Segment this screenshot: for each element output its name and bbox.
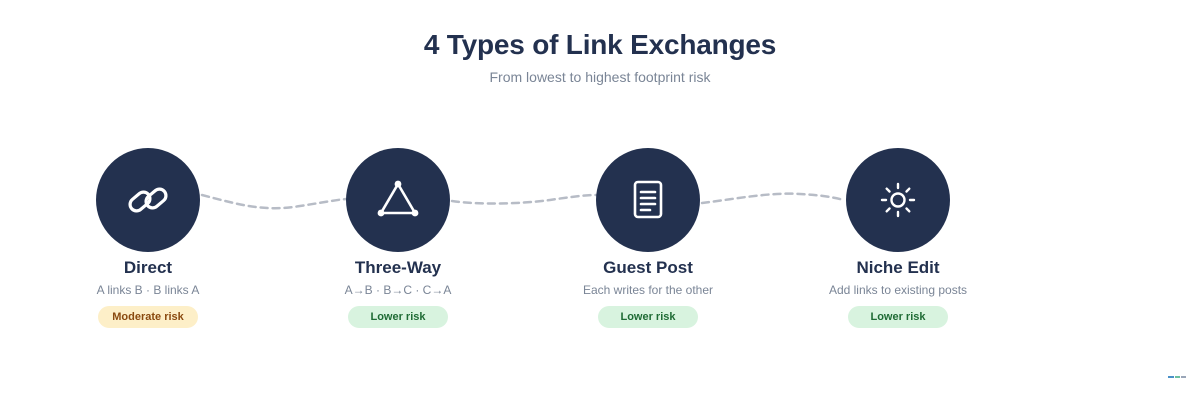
triangle-nodes-icon bbox=[377, 180, 419, 217]
step-guest-post-name: Guest Post bbox=[603, 258, 693, 277]
step-three-way-name: Three-Way bbox=[354, 258, 442, 277]
connector-segment-1 bbox=[200, 193, 348, 210]
step-guest-post: Guest Post Each writes for the other Low… bbox=[538, 148, 758, 328]
step-direct: Direct A links B · B links A Moderate ri… bbox=[38, 148, 258, 328]
step-direct-description: A links B · B links A bbox=[96, 283, 200, 297]
step-three-way-description: A→B · B→C · C→A bbox=[344, 283, 452, 297]
page-subtitle: From lowest to highest footprint risk bbox=[489, 69, 711, 85]
chain-link-icon bbox=[128, 187, 168, 213]
sun-icon bbox=[880, 182, 916, 218]
step-niche-edit-name: Niche Edit bbox=[856, 258, 940, 277]
connector-segment-2 bbox=[450, 193, 598, 205]
step-niche-edit-description: Add links to existing posts bbox=[828, 283, 968, 297]
step-niche-edit-circle bbox=[846, 148, 950, 252]
step-direct-circle bbox=[96, 148, 200, 252]
document-icon bbox=[633, 180, 663, 219]
step-three-way: Three-Way A→B · B→C · C→A Lower risk bbox=[288, 148, 508, 328]
connector-segment-3 bbox=[700, 192, 846, 205]
watermark-logo bbox=[1168, 376, 1186, 378]
page-title: 4 Types of Link Exchanges bbox=[423, 29, 777, 60]
step-three-way-risk-badge: Lower risk bbox=[348, 306, 448, 328]
step-niche-edit: Niche Edit Add links to existing posts L… bbox=[788, 148, 1008, 328]
step-guest-post-circle bbox=[596, 148, 700, 252]
step-direct-name: Direct bbox=[123, 258, 173, 277]
step-three-way-circle bbox=[346, 148, 450, 252]
step-guest-post-risk-badge: Lower risk bbox=[598, 306, 698, 328]
step-direct-risk-badge: Moderate risk bbox=[98, 306, 198, 328]
step-niche-edit-risk-badge: Lower risk bbox=[848, 306, 948, 328]
step-guest-post-description: Each writes for the other bbox=[582, 283, 714, 297]
